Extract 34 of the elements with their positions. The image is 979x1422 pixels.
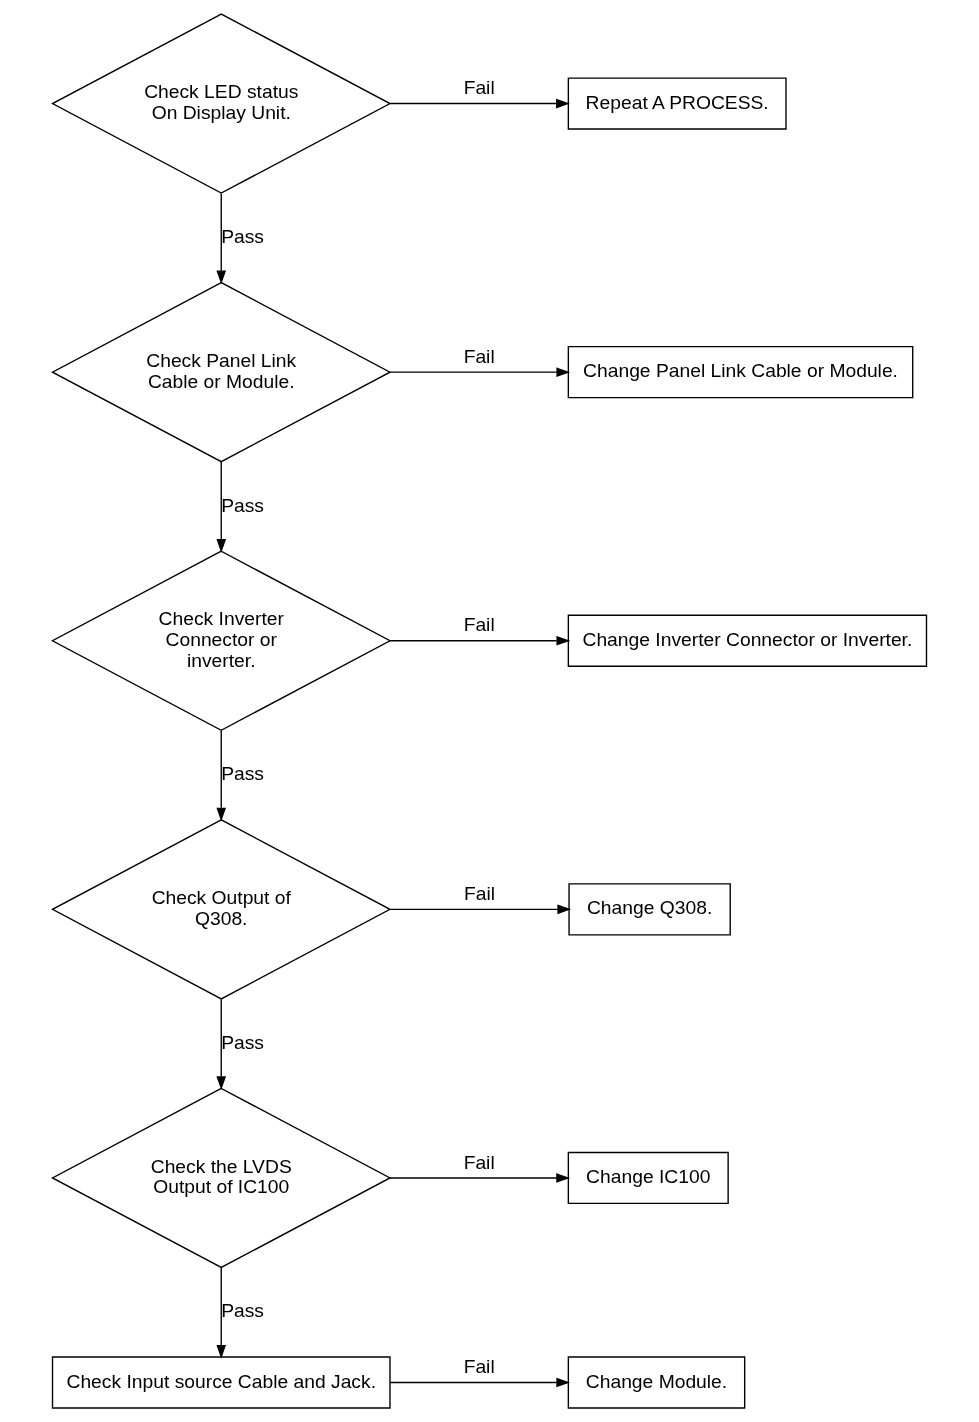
edge-label: Fail	[463, 1356, 495, 1378]
node-diamond: Check LED status On Display Unit.	[51, 13, 392, 194]
edge-label: Fail	[463, 345, 495, 367]
arrow	[389, 1377, 571, 1388]
node-box: Change Panel Link Cable or Module.	[567, 346, 914, 399]
edge-label: Pass	[221, 225, 265, 247]
node-diamond: Check Output of Q308.	[51, 819, 392, 1000]
edge-label: Fail	[463, 614, 495, 636]
node-diamond: Check the LVDS Output of IC100	[51, 1087, 392, 1269]
node-box: Change IC100	[567, 1151, 729, 1205]
edge-label: Pass	[221, 763, 265, 785]
edge-label: Pass	[221, 1031, 265, 1053]
node-box: Change Module.	[567, 1356, 746, 1409]
edge-label: Pass	[221, 494, 265, 516]
arrow	[216, 461, 227, 553]
arrow	[389, 98, 570, 109]
edge-label: Fail	[463, 77, 495, 99]
node-box: Change Inverter Connector or Inverter.	[567, 614, 928, 667]
arrow	[216, 729, 227, 822]
node-box: Change Q308.	[568, 883, 731, 936]
node-box: Repeat A PROCESS.	[567, 77, 787, 130]
arrow	[389, 635, 571, 646]
arrow	[389, 1173, 570, 1183]
edge-label: Fail	[463, 1151, 495, 1173]
arrow	[216, 1267, 227, 1359]
node-diamond: Check Panel Link Cable or Module.	[51, 281, 392, 463]
arrow	[389, 367, 571, 377]
edge-label: Fail	[463, 882, 496, 904]
arrow	[216, 192, 227, 285]
edge-label: Pass	[221, 1300, 265, 1322]
node-box: Check Input source Cable and Jack.	[51, 1356, 391, 1409]
arrow	[389, 904, 572, 915]
node-diamond: Check Inverter Connector or inverter.	[51, 550, 392, 732]
arrow	[216, 998, 227, 1091]
